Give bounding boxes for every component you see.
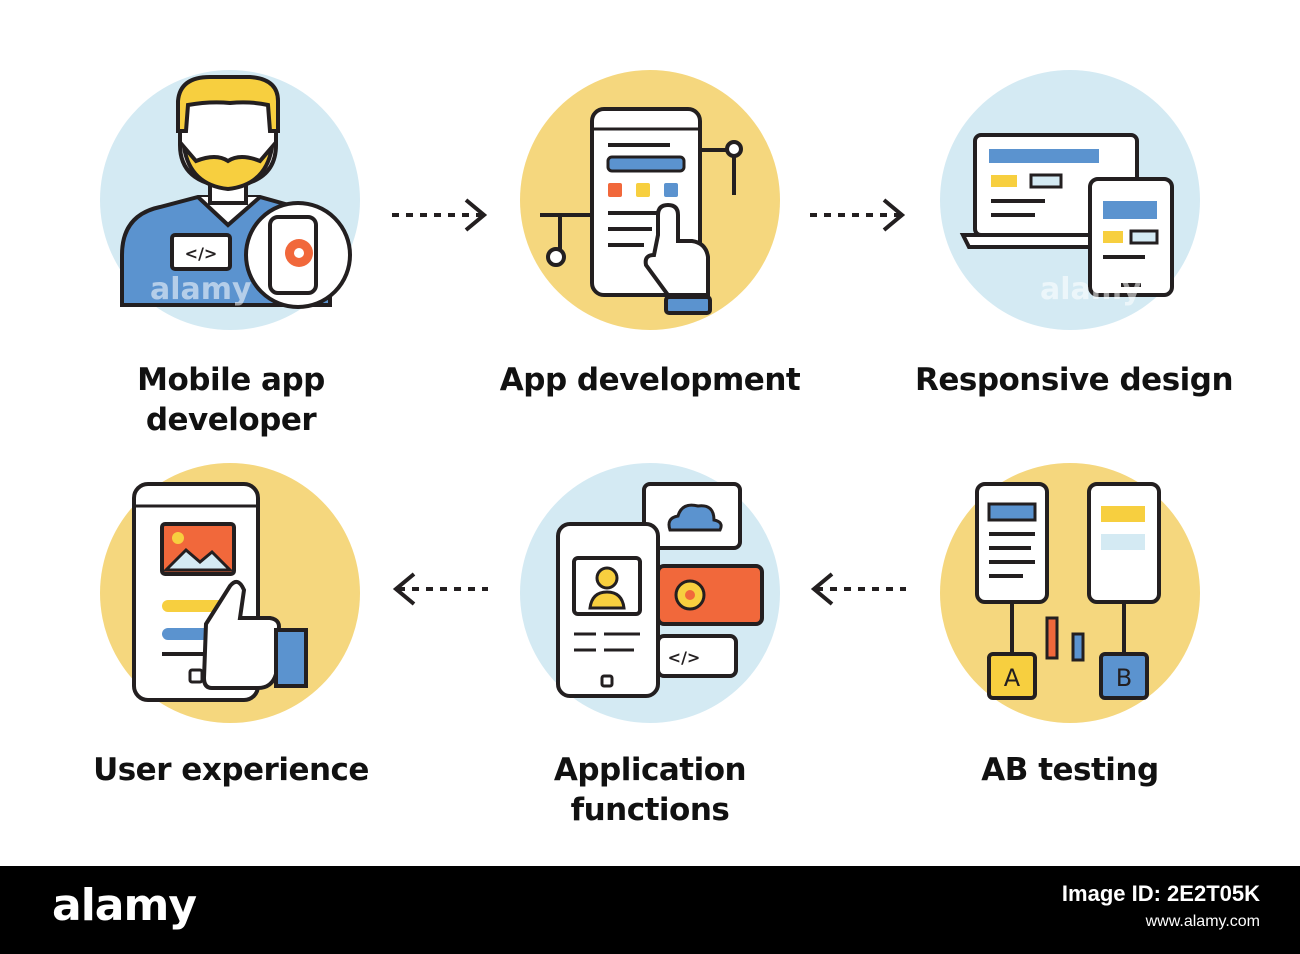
watermark: alamy xyxy=(150,272,252,307)
label-ab-testing: AB testing xyxy=(900,750,1240,790)
code-symbol: </> xyxy=(185,244,218,263)
footer-bar: alamy Image ID: 2E2T05K www.alamy.com xyxy=(0,866,1300,954)
footer-url: www.alamy.com xyxy=(1062,908,1260,936)
label-user-experience: User experience xyxy=(61,750,401,790)
label-app-development: App development xyxy=(480,360,820,400)
letter-a: A xyxy=(1004,664,1021,692)
footer-meta: Image ID: 2E2T05K www.alamy.com xyxy=(1062,880,1260,936)
letter-b: B xyxy=(1116,664,1132,692)
arrow-right-1 xyxy=(390,196,490,234)
touch-phone-icon xyxy=(520,65,790,339)
arrow-right-2 xyxy=(808,196,908,234)
thumbs-up-phone-icon xyxy=(100,458,370,732)
watermark: alamy xyxy=(1040,272,1142,307)
label-responsive-design: Responsive design xyxy=(904,360,1244,400)
label-mobile-app-developer: Mobile app developer xyxy=(61,360,401,440)
image-id: Image ID: 2E2T05K xyxy=(1062,880,1260,908)
ab-testing-icon: A B xyxy=(935,458,1205,732)
app-functions-icon: </> xyxy=(520,458,790,732)
alamy-logo: alamy xyxy=(52,880,196,931)
arrow-left-2 xyxy=(390,570,490,608)
label-application-functions: Application functions xyxy=(480,750,820,830)
arrow-left-1 xyxy=(808,570,908,608)
svg-text:</>: </> xyxy=(668,648,701,667)
